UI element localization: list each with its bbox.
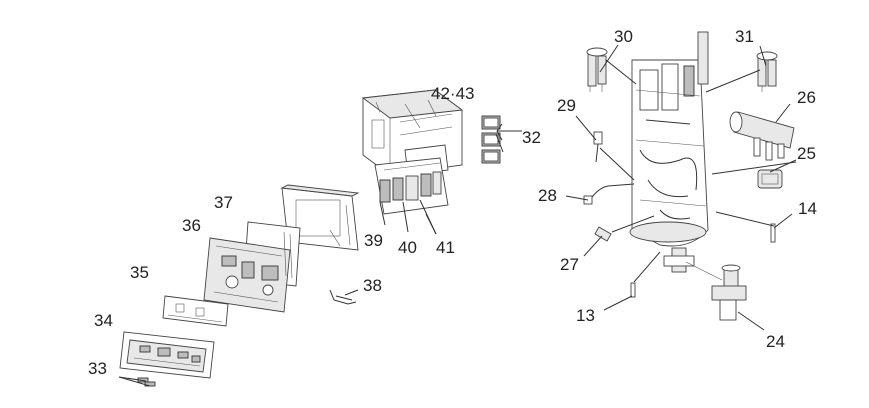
label-24: 24 bbox=[766, 332, 785, 351]
label-29: 29 bbox=[557, 96, 576, 115]
label-41: 41 bbox=[436, 238, 455, 257]
part-39-40-41-terminal-blocks bbox=[374, 157, 449, 215]
label-42-43: 42·43 bbox=[431, 84, 474, 103]
part-38-cable bbox=[329, 289, 357, 305]
label-28: 28 bbox=[538, 186, 557, 205]
part-13-pin bbox=[630, 282, 636, 298]
label-38: 38 bbox=[363, 276, 382, 295]
label-36: 36 bbox=[182, 216, 201, 235]
part-29-sensor bbox=[593, 131, 603, 163]
label-37: 37 bbox=[214, 193, 233, 212]
part-main-vessel bbox=[629, 31, 709, 247]
label-31: 31 bbox=[735, 27, 754, 46]
part-34-control-pcb bbox=[119, 331, 215, 379]
label-14: 14 bbox=[798, 199, 817, 218]
label-33: 33 bbox=[88, 359, 107, 378]
part-31-valve bbox=[756, 51, 778, 92]
part-14-pin bbox=[770, 223, 776, 243]
label-35: 35 bbox=[130, 263, 149, 282]
part-37-frame bbox=[280, 184, 360, 251]
label-26: 26 bbox=[797, 88, 816, 107]
part-24-service-valve bbox=[711, 264, 747, 321]
part-27-pressure-sensor bbox=[594, 226, 612, 242]
part-connector-valve bbox=[663, 247, 723, 281]
part-35-bracket bbox=[162, 295, 229, 327]
label-25: 25 bbox=[797, 144, 816, 163]
part-26-four-way-valve bbox=[729, 111, 795, 161]
label-32: 32 bbox=[522, 128, 541, 147]
label-34: 34 bbox=[94, 311, 113, 330]
label-13: 13 bbox=[576, 306, 595, 325]
leader-lines bbox=[118, 44, 797, 387]
part-28-sensor bbox=[583, 185, 609, 205]
part-25-coil bbox=[757, 169, 783, 189]
label-40: 40 bbox=[398, 238, 417, 257]
part-30-valve bbox=[586, 47, 608, 92]
part-32-relays bbox=[481, 115, 501, 164]
label-39: 39 bbox=[364, 231, 383, 250]
label-30: 30 bbox=[614, 27, 633, 46]
label-27: 27 bbox=[560, 255, 579, 274]
part-36-pcb bbox=[203, 221, 301, 313]
